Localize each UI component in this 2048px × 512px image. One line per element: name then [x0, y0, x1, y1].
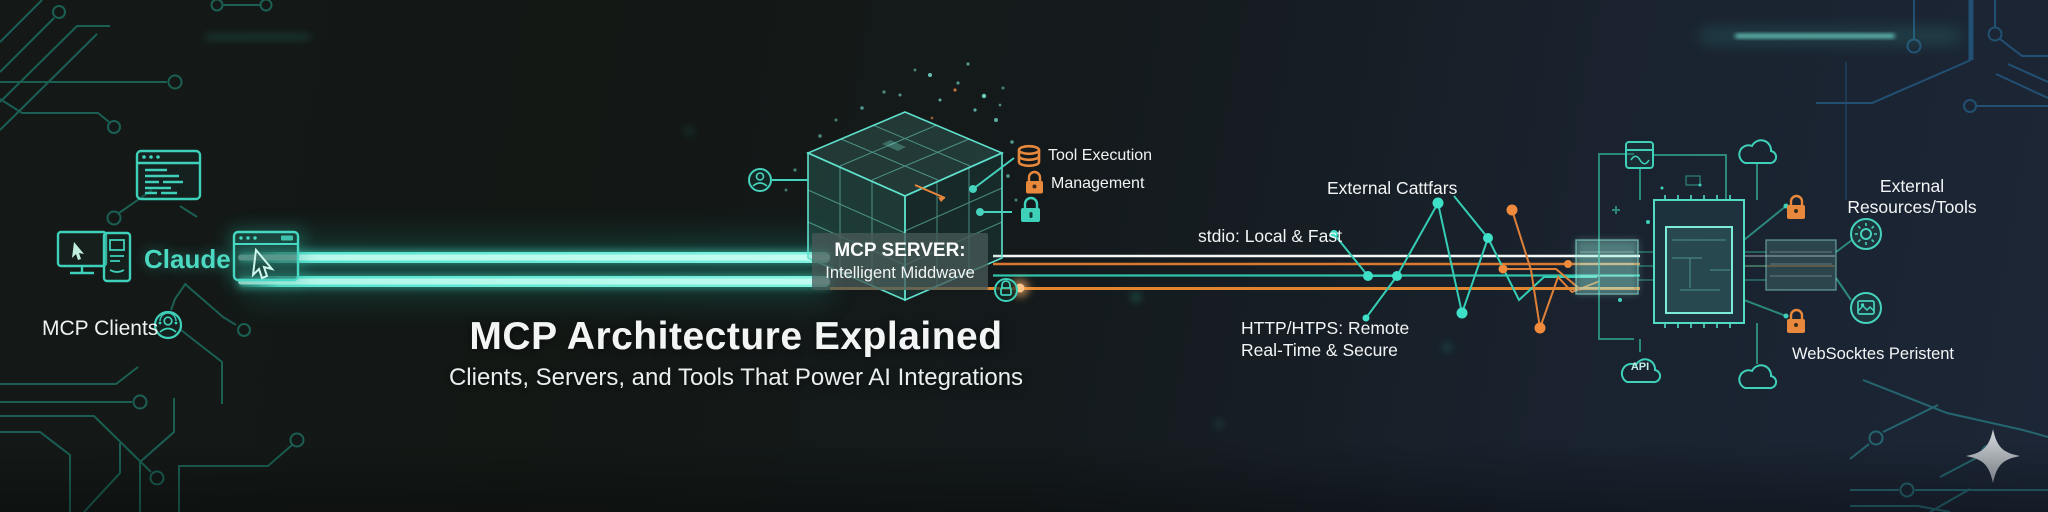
mcp-clients-label: MCP Clients — [42, 317, 159, 340]
security-lock-icon — [1021, 196, 1040, 222]
cloud-bottom-icon — [1738, 364, 1778, 390]
server-name-line2: Intelligent Middwave — [825, 264, 975, 282]
http-line2: Real-Time & Secure — [1241, 340, 1398, 360]
user-circle-icon — [748, 168, 808, 192]
management-lock-icon — [1026, 170, 1043, 194]
sparkle-logo-icon — [1966, 429, 2020, 483]
agent-headset-icon — [153, 310, 183, 340]
websockets-label: WebSocktes Peristent — [1792, 345, 1955, 363]
mcp-server-label: MCP SERVER: Intelligent Middwave — [812, 233, 988, 290]
circuit-bottom-right-traces — [1849, 379, 2048, 512]
chip-assembly — [1575, 139, 1882, 390]
browser-wave-icon — [1625, 141, 1654, 169]
browser-cursor-icon — [228, 228, 304, 284]
cube-capability-connectors — [969, 157, 1015, 216]
database-icon — [1017, 144, 1041, 168]
external-calls-label: External Cattfars — [1327, 178, 1458, 198]
resources-line2: Resources/Tools — [1847, 197, 1977, 217]
circuit-right-traces — [1816, 0, 2048, 200]
page-subtitle: Clients, Servers, and Tools That Power A… — [448, 364, 1024, 391]
code-window-icon — [135, 149, 202, 201]
image-circle-icon — [1850, 292, 1882, 324]
capability-tool-execution: Tool Execution — [1048, 147, 1153, 164]
light-flares — [205, 29, 1960, 428]
stdio-transport-label: stdio: Local & Fast — [1198, 226, 1342, 246]
signal-zigzag — [1330, 195, 1601, 334]
resource-lock-top-icon — [1787, 194, 1805, 219]
api-cloud-label: API — [1630, 361, 1650, 373]
data-beam — [238, 236, 830, 300]
auth-lock-node-icon — [994, 278, 1029, 302]
circuit-left-traces — [0, 0, 305, 512]
page-title: MCP Architecture Explained — [469, 315, 1003, 358]
cloud-top-icon — [1738, 139, 1778, 165]
claude-label: Claude — [144, 244, 231, 274]
server-name-line1: MCP SERVER: — [834, 240, 966, 261]
resource-lock-bottom-icon — [1787, 308, 1805, 333]
capability-management: Management — [1051, 175, 1145, 192]
resources-line1: External — [1879, 176, 1945, 196]
http-line1: HTTP/HTPS: Remote — [1241, 318, 1410, 338]
gear-circle-icon — [1850, 218, 1882, 250]
api-cloud-icon — [1620, 358, 1662, 384]
desktop-computer-icon — [56, 230, 132, 283]
